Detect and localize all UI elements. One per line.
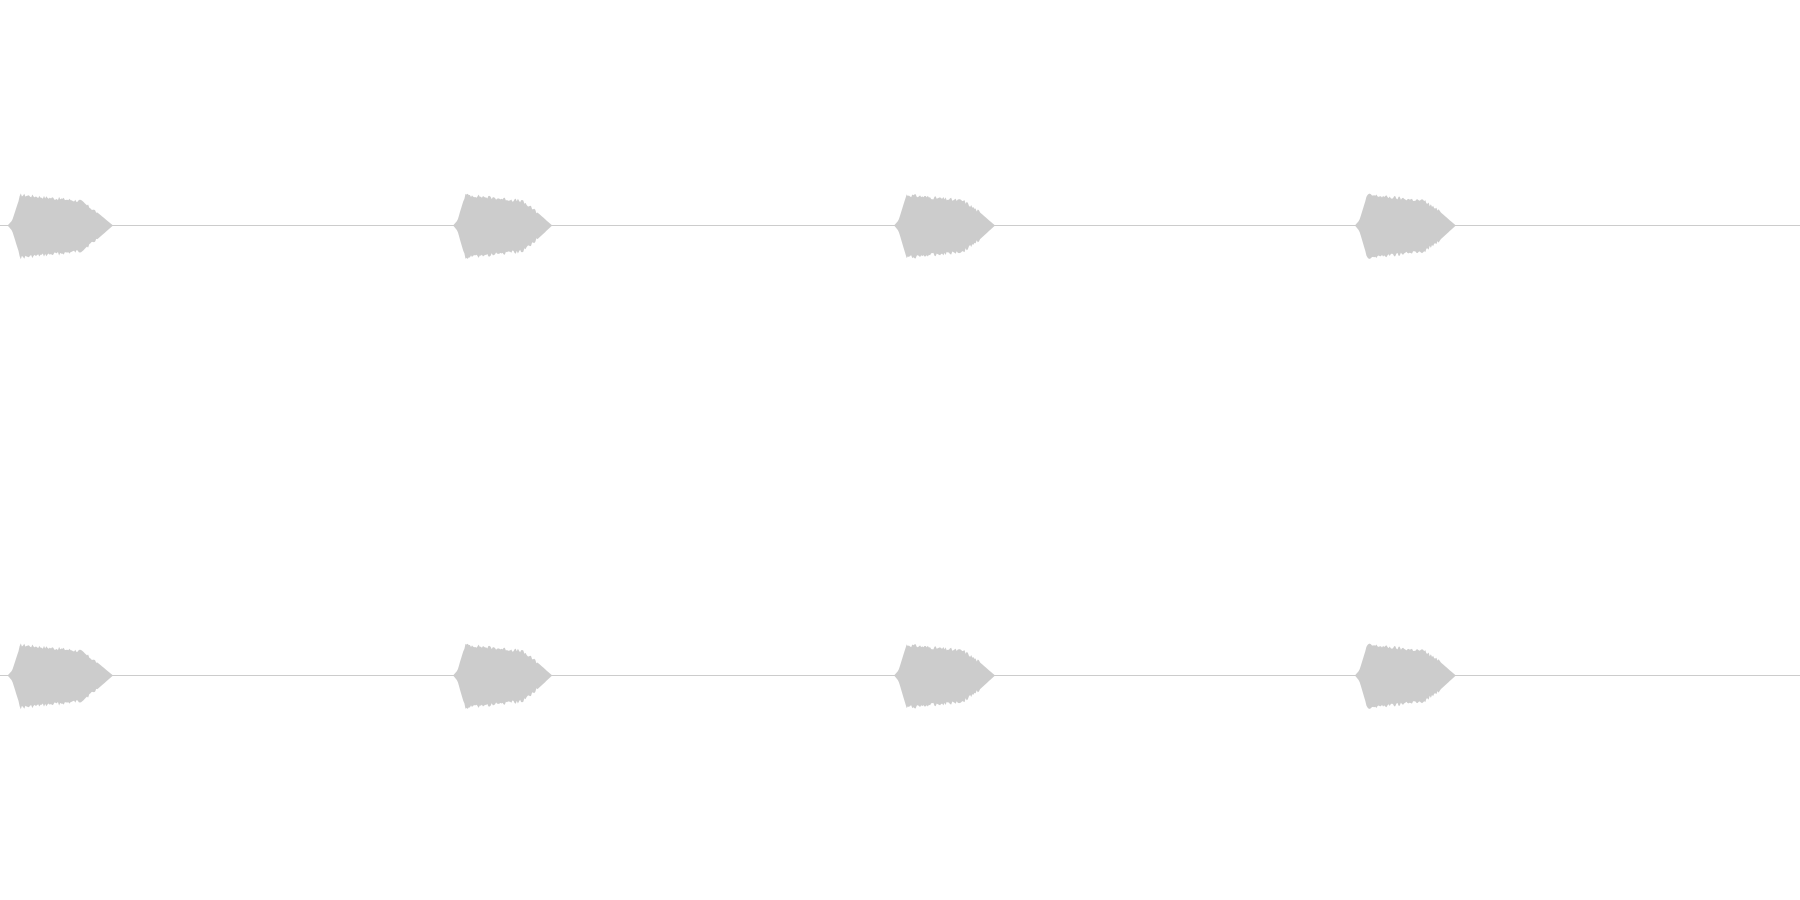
waveform-burst <box>894 644 995 709</box>
waveform-burst <box>8 193 113 260</box>
waveform-channel-right <box>0 643 1800 710</box>
waveform-burst <box>8 643 113 710</box>
waveform-burst <box>453 193 552 259</box>
waveform-channel-left <box>0 193 1800 260</box>
waveform-burst <box>1355 193 1456 259</box>
waveform-burst <box>1355 643 1456 709</box>
waveform-burst <box>453 643 552 709</box>
waveform-burst <box>894 194 995 259</box>
